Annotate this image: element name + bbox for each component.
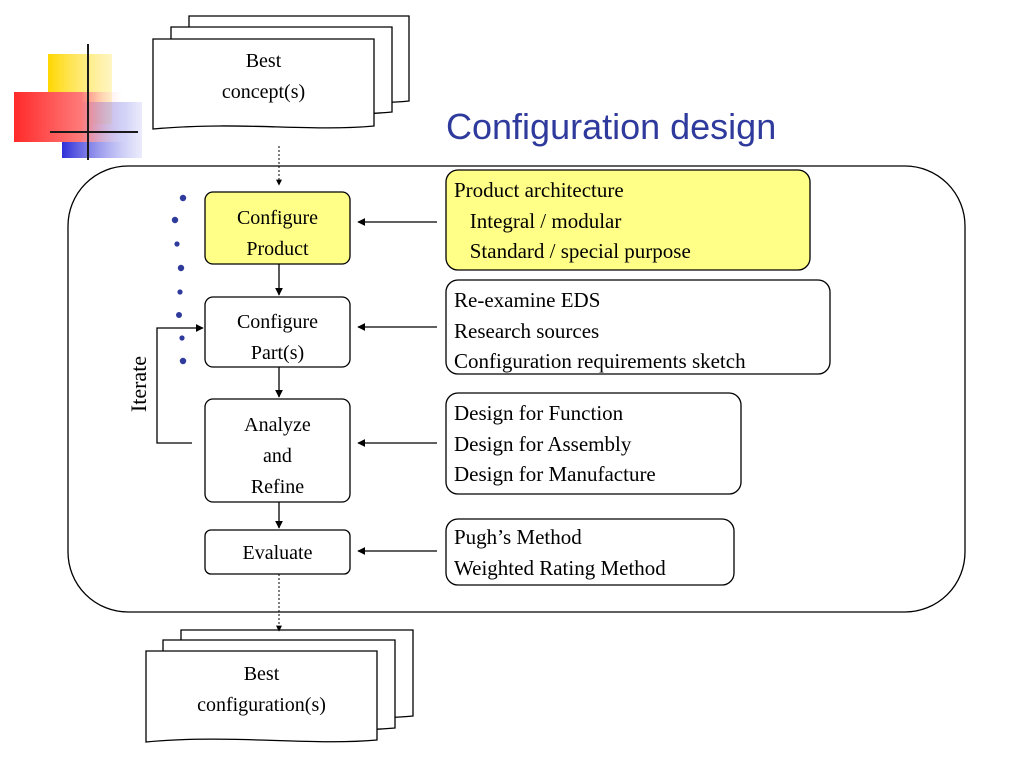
detail-line: Research sources [454,318,600,343]
step-configure-product: Configure Product [205,203,350,265]
detail-line: Pugh’s Method [454,525,582,549]
detail-line: Weighted Rating Method [454,555,666,580]
step-box-configure-parts [204,296,351,368]
page-title: Configuration design [446,106,777,147]
step-label-line: Analyze [244,414,311,436]
iterate-loop-arrow [156,324,204,444]
step-box-evaluate [204,529,351,575]
output-document-stack [145,629,414,743]
step-label-line: Configure [236,311,319,333]
corner-decoration [14,44,1024,160]
detail-box-evaluation-methods [445,518,735,586]
output-document-line: Best [243,663,280,685]
detail-line: Product architecture [454,178,624,202]
detail-line: Design for Assembly [454,431,632,456]
step-box-configure-product [204,191,351,265]
input-document-stack [152,15,410,130]
detail-box-reexamine [445,279,831,375]
step-label-line: and [263,445,292,467]
step-label-line: Configure [236,207,319,229]
output-document-line: configuration(s) [197,694,326,716]
step-analyze-refine: Analyze and Refine [205,410,350,503]
detail-line: Design for Function [454,401,624,425]
detail-line: Standard / special purpose [454,239,691,263]
process-container [67,165,966,613]
input-document-line: concept(s) [221,81,306,103]
detail-text-reexamine: Re-examine EDS Research sources Configur… [454,285,746,377]
step-label-line: Product [246,238,309,260]
detail-box-product-architecture [445,169,811,271]
detail-line: Integral / modular [454,208,622,233]
iterate-label: Iterate [126,355,151,413]
step-box-analyze-refine [204,398,351,503]
step-label-line: Evaluate [242,542,313,564]
step-configure-parts: Configure Part(s) [205,307,350,369]
output-document-label: Best configuration(s) [146,659,377,721]
detail-text-evaluation-methods: Pugh’s Method Weighted Rating Method [454,522,666,583]
detail-arrows [357,218,437,555]
input-document-line: Best [245,50,282,72]
step-evaluate: Evaluate [205,538,350,569]
detail-text-design-for: Design for Function Design for Assembly … [454,398,656,490]
step-label-line: Part(s) [250,342,305,364]
detail-line: Re-examine EDS [454,288,601,312]
detail-text-product-architecture: Product architecture Integral / modular … [454,175,691,267]
input-document-label: Best concept(s) [153,46,374,108]
detail-box-design-for [445,392,742,495]
dotted-column-decoration [171,194,187,365]
step-label-line: Refine [250,476,305,498]
detail-line: Configuration requirements sketch [454,349,746,373]
detail-line: Design for Manufacture [454,462,656,486]
